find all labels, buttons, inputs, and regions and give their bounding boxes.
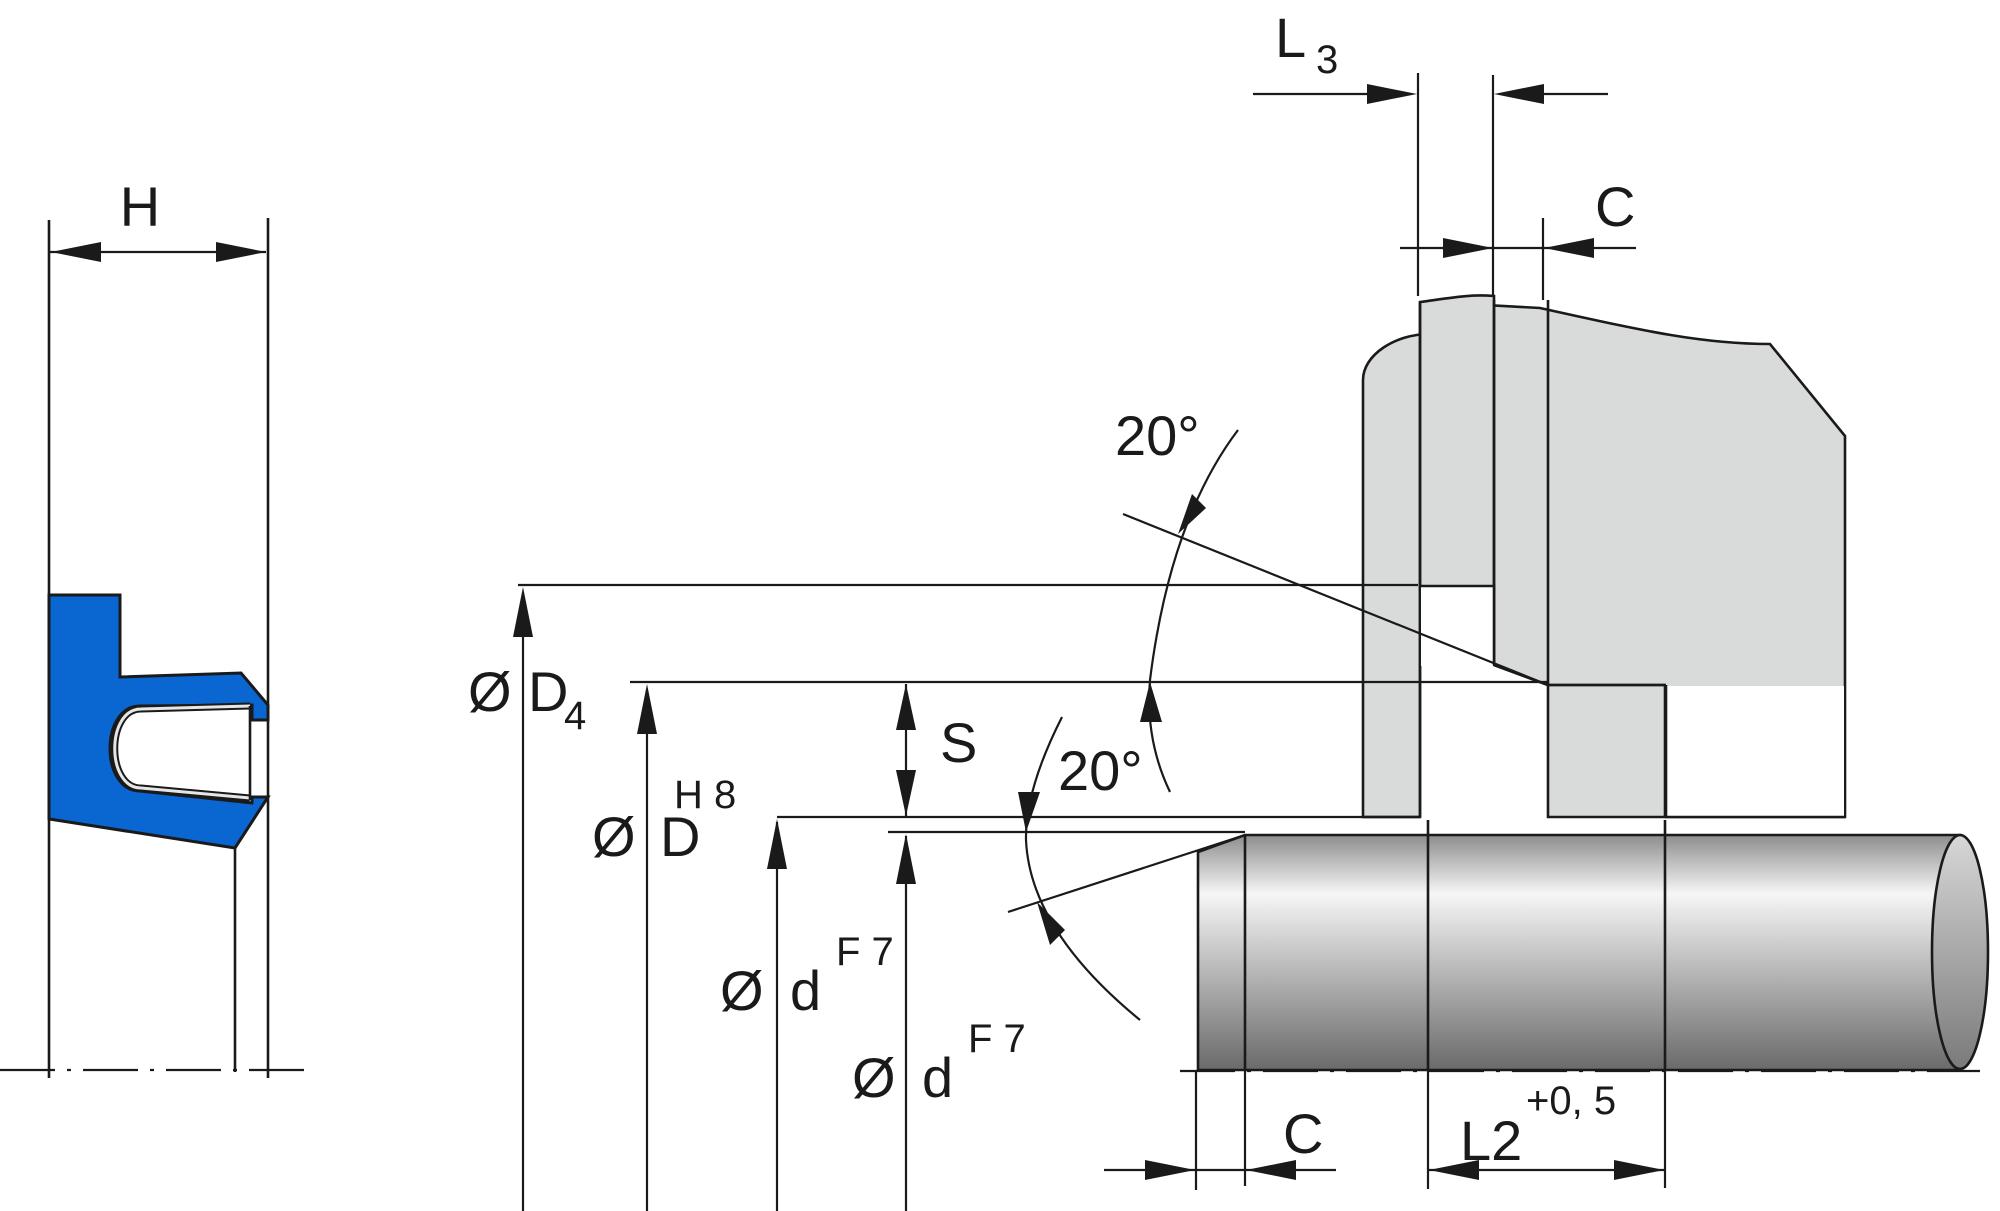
dimension-d-f7-1: Ø d F 7 [720, 930, 894, 1022]
angle-bottom-label: 20° [1058, 739, 1143, 802]
h-arrow-left [51, 242, 101, 262]
d-h8-diameter-symbol: Ø [592, 805, 636, 868]
d-f7-1-label: d [790, 959, 821, 1022]
angle-top: 20° [1115, 404, 1549, 793]
shaft-end-face [1930, 833, 1990, 1071]
c-bottom-label: C [1283, 1102, 1323, 1165]
dimension-c-top: C [1400, 175, 1636, 300]
l2-arrow-left [1429, 1160, 1479, 1180]
angle-top-arrow-upper [1178, 494, 1206, 534]
dimension-c-bottom: C [1104, 1070, 1336, 1190]
l3-arrow-left [1367, 84, 1417, 104]
seal-body [47, 593, 271, 850]
d-f7-2-diameter-symbol: Ø [852, 1046, 896, 1109]
l3-label: L [1275, 6, 1306, 69]
c-bottom-arrow-left [1145, 1160, 1195, 1180]
dimension-d-f7-2: Ø d F 7 [852, 834, 1026, 1211]
c-top-arrow-left [1443, 238, 1493, 258]
c-bottom-arrow-right [1246, 1160, 1296, 1180]
d4-arrow [513, 587, 533, 637]
s-arrow-up [896, 684, 916, 730]
seal-spring-outer [111, 702, 251, 802]
angle-top-arc [1148, 429, 1239, 793]
d-h8-label: D [660, 805, 700, 868]
d-h8-arrow [767, 819, 787, 869]
dimension-l3: L 3 [1253, 6, 1608, 296]
angle-bottom-arc [1024, 716, 1141, 1021]
dimension-d4: Ø D 4 [468, 587, 586, 1211]
d-h8-superscript: H 8 [674, 773, 736, 817]
angle-top-label: 20° [1115, 404, 1200, 467]
h-label: H [120, 175, 160, 238]
d4-label: D [528, 660, 568, 723]
seal-profile: H [0, 175, 316, 1078]
dimension-d-h8: Ø D H 8 [592, 773, 787, 1211]
angle-bottom-arrow-lower [1037, 902, 1065, 945]
housing-recess [1421, 586, 1493, 666]
l2-label: L2 [1460, 1109, 1522, 1172]
s-label: S [940, 711, 977, 774]
h-arrow-right [216, 242, 266, 262]
l2-tolerance: +0, 5 [1526, 1079, 1616, 1123]
shaft [1180, 820, 1990, 1073]
angle-top-ref-line [1122, 512, 1549, 687]
d-f7-2-arrow [896, 834, 916, 884]
dd-arrow [637, 684, 657, 734]
extension-lines [518, 583, 1548, 834]
d4-subscript: 4 [564, 694, 586, 738]
housing-insert [1418, 294, 1496, 592]
l2-arrow-right [1614, 1160, 1664, 1180]
c-top-arrow-right [1544, 238, 1594, 258]
housing-groove [1666, 686, 1844, 816]
angle-top-arrow-lower [1140, 682, 1162, 722]
s-arrow-down [896, 770, 916, 816]
housing [1361, 294, 1847, 819]
dimension-s: S [637, 684, 977, 1211]
d-f7-1-diameter-symbol: Ø [720, 959, 764, 1022]
c-top-label: C [1595, 175, 1635, 238]
angle-bottom-ref-line [1007, 833, 1246, 914]
d-f7-1-superscript: F 7 [836, 930, 894, 974]
d4-diameter-symbol: Ø [468, 660, 512, 723]
l3-arrow-right [1494, 84, 1544, 104]
d-f7-2-superscript: F 7 [968, 1017, 1026, 1061]
seal-spring-inner [113, 704, 251, 800]
l3-subscript: 3 [1316, 38, 1338, 82]
angle-bottom-arrow-upper [1018, 792, 1040, 832]
shaft-body [1196, 833, 1962, 1072]
angle-bottom: 20° [1007, 716, 1246, 1021]
d-f7-2-label: d [922, 1046, 953, 1109]
dimension-l2: L2 +0, 5 [1426, 1070, 1667, 1189]
